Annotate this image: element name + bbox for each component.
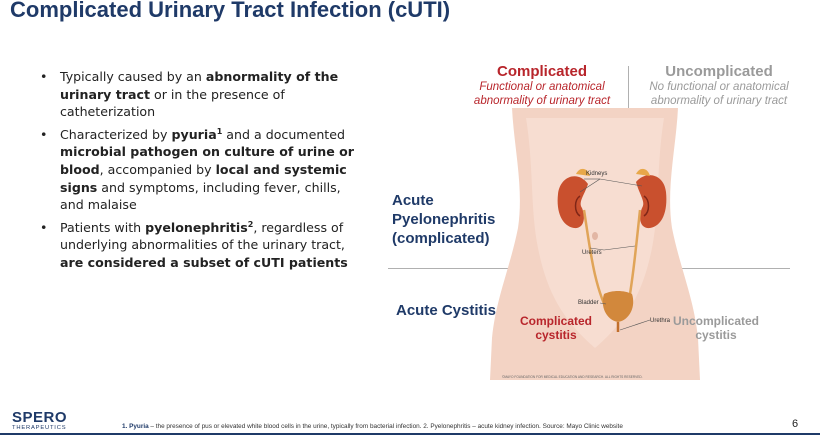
uncomplicated-cystitis-label: Uncomplicated cystitis [668, 314, 764, 342]
bullet-text-segment: abnormality of the urinary tract [60, 69, 339, 102]
bullet-text-segment: 2 [247, 219, 254, 229]
bullet-text-segment: or in the presence of catheterization [60, 86, 285, 120]
kidneys-label: Kidneys [586, 171, 607, 177]
pyelo-line-2: Pyelonephritis [392, 211, 496, 228]
uncomplicated-column-header: Uncomplicated No functional or anatomica… [634, 63, 804, 108]
footnote-text: – the presence of pus or elevated white … [148, 423, 623, 430]
footnote: 1. Pyuria – the presence of pus or eleva… [122, 423, 623, 430]
bullet-item: Typically caused by an abnormality of th… [40, 68, 362, 121]
complicated-heading: Complicated [496, 63, 587, 80]
bullet-text-segment: 1 [216, 126, 223, 136]
complicated-cystitis-line-1: Complicated [519, 314, 592, 328]
acute-pyelonephritis-label: Acute Pyelonephritis (complicated) [392, 191, 512, 248]
bullet-text-segment: local and systemic signs [60, 161, 347, 195]
bladder [602, 291, 634, 322]
bullet-text-segment: Patients with [60, 219, 146, 235]
bullet-text-segment: pyuria [171, 126, 217, 142]
bullet-text-segment: and symptoms, including fever, chills, a… [60, 179, 341, 213]
page-number: 6 [792, 418, 799, 430]
pyelo-line-3: (complicated) [392, 230, 490, 247]
uncomplicated-heading: Uncomplicated [665, 63, 773, 80]
bullet-item: Characterized by pyuria1 and a documente… [40, 126, 362, 214]
navel [592, 232, 598, 240]
bullet-list: Typically caused by an abnormality of th… [40, 68, 362, 277]
uncomplicated-cystitis-line-1: Uncomplicated [672, 314, 759, 328]
logo-subtitle: THERAPEUTICS [12, 425, 67, 431]
bullet-text-segment: pyelonephritis [145, 219, 248, 235]
complicated-cystitis-label: Complicated cystitis [513, 314, 599, 342]
acute-cystitis-label: Acute Cystitis [396, 302, 497, 319]
uncomplicated-cystitis-line-2: cystitis [695, 328, 737, 342]
bullet-text-segment: Typically caused by an [60, 69, 206, 84]
uncomplicated-subtitle-2: abnormality of urinary tract [650, 95, 788, 107]
uncomplicated-subtitle-1: No functional or anatomical [649, 81, 789, 93]
slide-title: Complicated Urinary Tract Infection (cUT… [10, 0, 451, 22]
bullet-text-segment: , accompanied by [99, 161, 216, 177]
ureters-label: Ureters [582, 250, 602, 256]
urethra-label: Urethra [650, 318, 671, 324]
complicated-cystitis-line-2: cystitis [535, 328, 577, 342]
right-kidney [636, 175, 667, 229]
bullet-text-segment: are considered a subset of cUTI patients [60, 254, 348, 270]
bullet-text-segment: , regardless of underlying abnormalities… [60, 219, 345, 253]
footnote-term: 1. Pyuria [122, 423, 149, 430]
complicated-subtitle-1: Functional or anatomical [479, 81, 605, 93]
bullet-text-segment: Characterized by [60, 126, 172, 142]
complicated-subtitle-2: abnormality of urinary tract [473, 95, 611, 107]
bullet-item: Patients with pyelonephritis2, regardles… [40, 219, 362, 272]
complicated-column-header: Complicated Functional or anatomical abn… [462, 63, 622, 108]
pyelo-line-1: Acute [392, 192, 434, 209]
copyright-label: ©MAYO FOUNDATION FOR MEDICAL EDUCATION A… [502, 375, 643, 379]
urinary-tract-illustration: Kidneys Ureters Bladder Urethra ©MAYO FO… [490, 108, 700, 380]
footer-rule [0, 433, 820, 435]
bullet-text-segment: and a documented [222, 126, 345, 142]
bladder-label: Bladder [578, 300, 599, 306]
logo-brand: SPERO [12, 409, 68, 426]
bullet-text-segment: microbial pathogen on culture of urine o… [60, 144, 354, 177]
left-kidney [557, 176, 588, 229]
spero-logo: SPERO THERAPEUTICS [12, 410, 67, 432]
